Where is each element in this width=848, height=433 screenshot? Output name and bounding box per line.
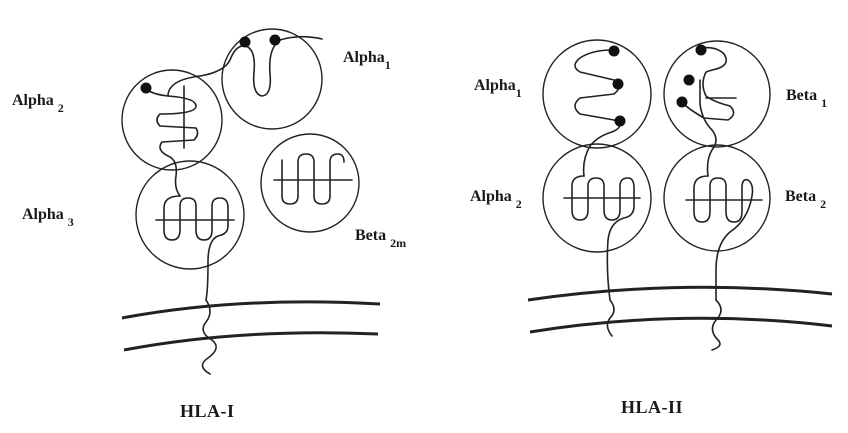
hla-ii-alpha1-disulfide-bottom <box>615 116 626 127</box>
hla-ii-membrane-inner <box>530 318 832 332</box>
hla-i-caption: HLA-I <box>180 401 235 421</box>
hla-i-molecule <box>122 29 380 374</box>
hla-i-alpha2-chain <box>157 76 200 196</box>
hla-ii-membrane-outer <box>528 287 832 300</box>
hla-i-alpha1-disulfide-right <box>270 35 281 46</box>
hla-ii-alpha2-chain <box>572 176 634 300</box>
hla-ii-beta-transmembrane-tail <box>712 300 721 350</box>
hla-i-beta2m-chain <box>282 154 344 204</box>
hla-i-alpha2-domain <box>122 70 222 170</box>
hla-ii-beta1-disulfide-bottom <box>677 97 688 108</box>
hla-i-alpha2-disulfide <box>141 83 152 94</box>
hla-ii-alpha1-label: Alpha1 <box>474 77 522 100</box>
hla-ii-alpha1-chain <box>575 50 620 176</box>
hla-ii-beta1-disulfide-top <box>696 45 707 56</box>
hla-ii-beta1-disulfide-mid <box>684 75 695 86</box>
hla-ii-alpha1-disulfide-top <box>609 46 620 57</box>
hla-ii-alpha1-disulfide-mid <box>613 79 624 90</box>
hla-ii-beta1-chain <box>684 48 734 176</box>
hla-ii-alpha1-domain <box>543 40 651 148</box>
hla-ii-beta2-chain <box>694 176 753 300</box>
hla-i-alpha3-chain <box>164 196 228 300</box>
hla-ii-beta1-domain <box>664 41 770 147</box>
hla-i-alpha1-chain <box>200 37 322 96</box>
hla-ii-beta2-domain <box>664 145 770 251</box>
hla-i-beta2m-domain <box>261 134 359 232</box>
hla-ii-caption: HLA-II <box>621 397 683 417</box>
hla-ii-alpha-transmembrane-tail <box>607 300 614 336</box>
hla-i-membrane-outer <box>122 302 380 318</box>
hla-i-alpha1-label: Alpha1 <box>343 49 391 72</box>
hla-i-membrane-inner <box>124 333 378 350</box>
hla-i-alpha1-disulfide-left <box>240 37 251 48</box>
